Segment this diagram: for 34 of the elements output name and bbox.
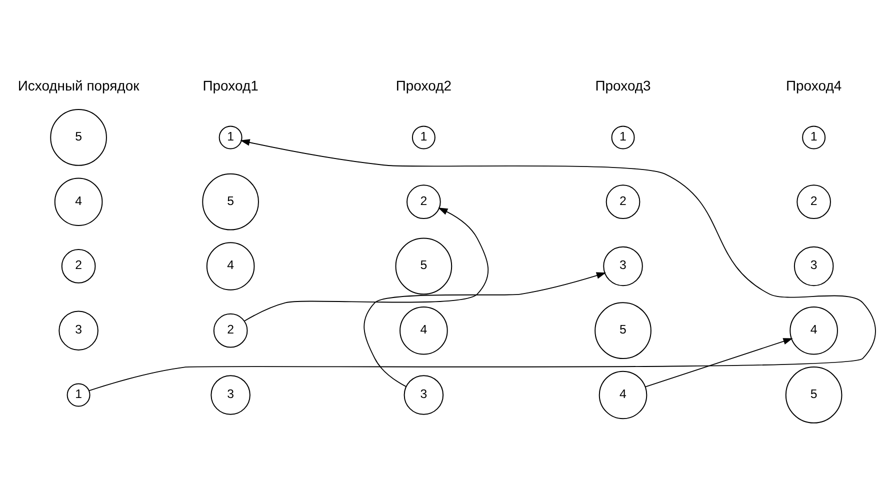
node-circle: 3 xyxy=(794,246,834,286)
arrow xyxy=(364,272,606,387)
node-circle: 5 xyxy=(50,108,107,166)
label: Исходный порядок xyxy=(18,76,140,93)
arrow xyxy=(244,207,489,321)
label: Проход3 xyxy=(595,76,651,93)
node-circle: 2 xyxy=(61,248,96,283)
node-circle: 4 xyxy=(54,177,103,226)
label: Проход4 xyxy=(786,76,842,93)
node-circle: 1 xyxy=(218,125,242,149)
node-circle: 2 xyxy=(213,312,248,348)
node-circle: 1 xyxy=(412,125,436,149)
node-circle: 4 xyxy=(206,242,255,290)
label: Проход2 xyxy=(396,76,452,93)
label: Проход1 xyxy=(202,76,258,93)
node-circle: 3 xyxy=(58,310,98,350)
node-circle: 5 xyxy=(395,237,452,294)
node-circle: 5 xyxy=(202,172,259,230)
node-circle: 2 xyxy=(796,184,831,219)
node-circle: 4 xyxy=(400,306,448,354)
node-circle: 3 xyxy=(210,374,250,414)
node-circle: 4 xyxy=(790,306,838,354)
node-circle: 5 xyxy=(785,366,842,423)
node-circle: 1 xyxy=(611,125,635,149)
node-circle: 1 xyxy=(66,382,90,406)
node-circle: 3 xyxy=(603,246,643,286)
node-circle: 1 xyxy=(802,125,826,149)
node-circle: 2 xyxy=(606,184,640,219)
node-circle: 3 xyxy=(404,374,444,414)
arrow xyxy=(644,338,793,387)
node-circle: 2 xyxy=(406,184,441,219)
arrow xyxy=(88,138,876,391)
node-circle: 5 xyxy=(594,302,652,359)
node-circle: 4 xyxy=(598,370,648,419)
